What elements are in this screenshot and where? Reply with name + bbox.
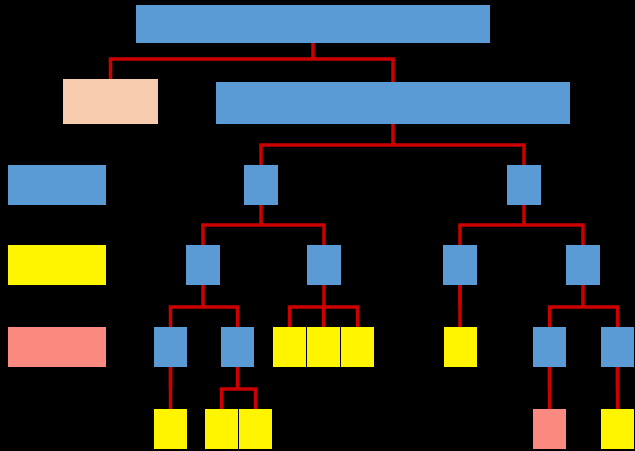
node-hg[interactable] [443, 245, 477, 285]
node-sb[interactable] [205, 409, 238, 449]
node-hi[interactable] [244, 165, 278, 205]
node-sd[interactable] [273, 327, 306, 367]
node-hc[interactable] [533, 327, 566, 367]
node-hj[interactable] [507, 165, 541, 205]
node-sg[interactable] [444, 327, 477, 367]
node-he[interactable] [186, 245, 220, 285]
node-mast-version[interactable] [63, 79, 158, 124]
legend-item-message [8, 327, 106, 367]
node-sf[interactable] [341, 327, 374, 367]
node-hf[interactable] [307, 245, 341, 285]
node-hd[interactable] [601, 327, 634, 367]
node-mast-root[interactable] [136, 5, 490, 43]
node-sa[interactable] [154, 409, 187, 449]
node-sh[interactable] [601, 409, 634, 449]
node-m[interactable] [533, 409, 566, 449]
node-sc[interactable] [239, 409, 272, 449]
node-hh[interactable] [566, 245, 600, 285]
node-script-root[interactable] [216, 82, 570, 124]
node-hb[interactable] [221, 327, 254, 367]
node-ha[interactable] [154, 327, 187, 367]
legend-item-subscript [8, 245, 106, 285]
node-se[interactable] [307, 327, 340, 367]
legend-item-hash [8, 165, 106, 205]
